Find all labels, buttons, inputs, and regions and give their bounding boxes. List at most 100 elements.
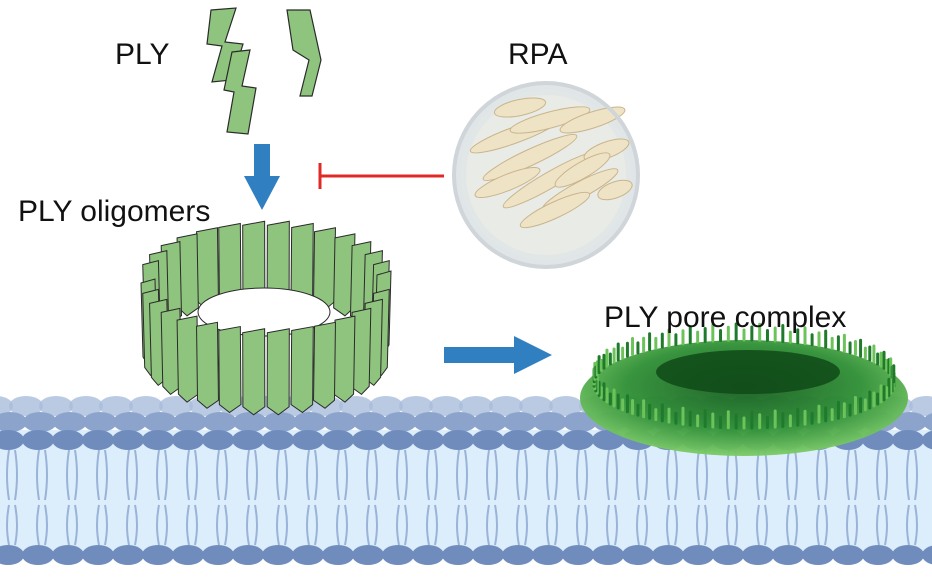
lipid-tail: [554, 504, 558, 546]
inhibition-bar-icon: [318, 163, 444, 189]
lipid-head: [293, 412, 327, 432]
lipid-tail: [216, 504, 220, 546]
lipid-head: [172, 430, 204, 450]
ply-label: PLY: [115, 38, 170, 71]
lipid-tail: [224, 449, 228, 501]
lipid-tail: [494, 504, 498, 546]
lipid-head: [202, 545, 234, 565]
lipid-tail: [696, 449, 700, 501]
lipid-tail: [876, 504, 880, 546]
lipid-tail: [254, 504, 258, 546]
lipid-tail: [644, 449, 648, 501]
lipid-head: [143, 412, 177, 432]
lipid-tail: [794, 449, 798, 501]
lipid-tail: [36, 504, 40, 546]
ply-monomer-3: [223, 49, 257, 135]
lipid-tail: [164, 504, 168, 546]
lipid-head: [893, 412, 927, 432]
lipid-head: [742, 545, 774, 565]
lipid-head: [0, 412, 27, 432]
rpa-herb-bowl-image: [452, 81, 640, 269]
lipid-tail: [824, 449, 828, 501]
lipid-tail: [344, 504, 348, 546]
lipid-head: [322, 430, 354, 450]
lipid-head: [113, 412, 147, 432]
lipid-tail: [554, 449, 558, 501]
oligomer-blade: [333, 233, 356, 317]
lipid-tail: [524, 504, 528, 546]
lipid-tail: [276, 504, 280, 546]
lipid-tail: [126, 449, 130, 501]
lipid-tail: [794, 504, 798, 546]
lipid-tail: [486, 504, 490, 546]
lipid-head: [352, 430, 384, 450]
lipid-tail: [464, 504, 468, 546]
lipid-tail: [74, 449, 78, 501]
lipid-tail: [314, 504, 318, 546]
oligomer-ring-front: [140, 278, 390, 416]
lipid-head: [159, 396, 193, 416]
lipid-tail: [284, 504, 288, 546]
lipid-tail: [816, 504, 820, 546]
lipid-tail: [644, 504, 648, 546]
lipid-head: [352, 545, 384, 565]
oligomer-blade: [313, 227, 336, 311]
lipid-head: [502, 545, 534, 565]
lipid-tail: [576, 504, 580, 546]
oligomer-blade: [313, 321, 336, 409]
lipid-head: [322, 545, 354, 565]
lipid-head: [383, 412, 417, 432]
lipid-head: [412, 545, 444, 565]
lipid-head: [472, 545, 504, 565]
lipid-tail: [6, 504, 10, 546]
herb-slice: [554, 152, 611, 188]
oligomer-blade: [218, 325, 242, 414]
lipid-tail: [576, 449, 580, 501]
lipid-tail: [6, 449, 10, 501]
lipid-head: [82, 430, 114, 450]
lipid-head: [412, 430, 444, 450]
lipid-tail: [186, 449, 190, 501]
oligomer-blade: [176, 315, 199, 403]
pore-spikes: [592, 322, 896, 430]
oligomer-blade: [266, 328, 290, 416]
lipid-tail: [104, 449, 108, 501]
lipid-head: [562, 545, 594, 565]
lipid-tail: [756, 504, 760, 546]
lipid-head: [339, 396, 373, 416]
lipid-head: [22, 430, 54, 450]
lipid-tail: [186, 504, 190, 546]
lipid-tail: [306, 504, 310, 546]
lipid-tail: [434, 504, 438, 546]
ply-oligomers-label: PLY oligomers: [18, 195, 211, 228]
lipid-head: [129, 396, 163, 416]
lipid-tail: [606, 504, 610, 546]
lipid-head: [772, 545, 804, 565]
lipid-tail: [284, 449, 288, 501]
lipid-tail: [434, 449, 438, 501]
lipid-head: [202, 430, 234, 450]
lipid-tail: [884, 504, 888, 546]
lipid-head: [382, 430, 414, 450]
lipid-tail: [456, 504, 460, 546]
lipid-tail: [404, 504, 408, 546]
lipid-tail: [374, 504, 378, 546]
lipid-head: [892, 545, 924, 565]
lipid-head: [502, 430, 534, 450]
lipid-head: [292, 430, 324, 450]
herb-slice: [519, 191, 591, 229]
lipid-tail: [666, 504, 670, 546]
herb-slice: [482, 134, 578, 181]
lipid-head: [233, 412, 267, 432]
lipid-tail: [636, 449, 640, 501]
lipid-tail: [164, 449, 168, 501]
lipid-head: [203, 412, 237, 432]
lipid-tail: [314, 449, 318, 501]
herb-slice: [474, 166, 541, 199]
lipid-tail: [14, 504, 18, 546]
lipid-head: [23, 412, 57, 432]
lipid-tail: [134, 449, 138, 501]
lipid-tail: [404, 449, 408, 501]
lipid-tail: [614, 449, 618, 501]
